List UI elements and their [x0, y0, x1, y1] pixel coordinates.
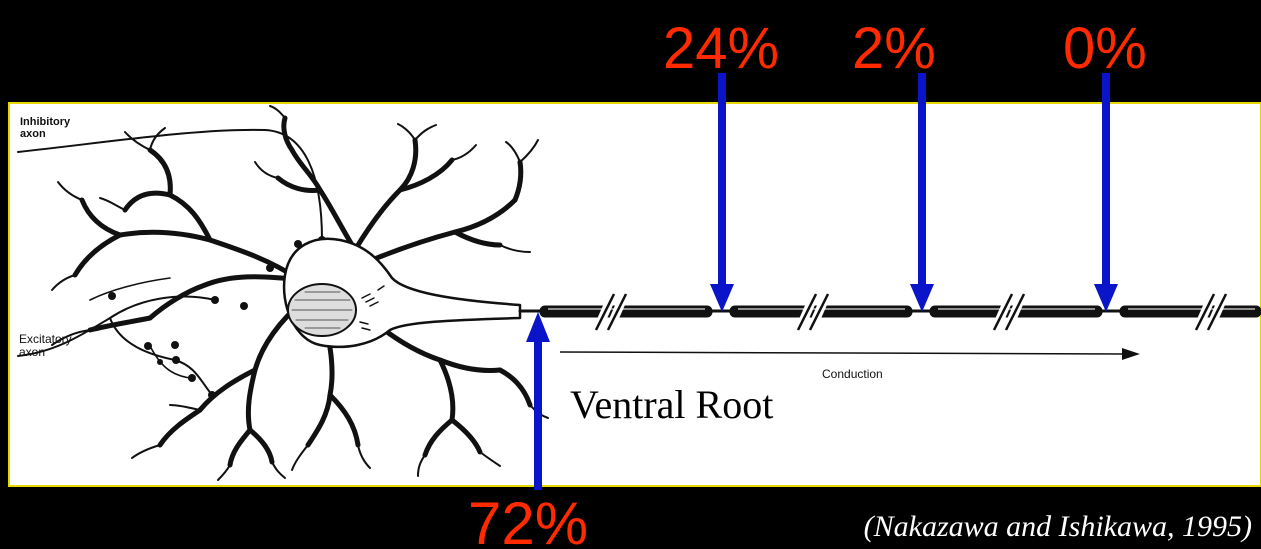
node-2-percent: 2%	[852, 16, 936, 81]
ventral-root-label: Ventral Root	[570, 382, 773, 427]
conduction-label: Conduction	[822, 367, 883, 381]
inhibitory-axon-label-2: axon	[20, 128, 46, 140]
node-1-percent: 24%	[663, 16, 779, 81]
node-3-percent: 0%	[1063, 16, 1147, 81]
inhibitory-axon-label: Inhibitory	[20, 116, 71, 128]
node-1-arrow-shaft	[718, 73, 726, 288]
citation: (Nakazawa and Ishikawa, 1995)	[864, 510, 1252, 543]
ventral-root-arrow-shaft	[534, 340, 542, 490]
node-2-arrow-shaft	[918, 73, 926, 288]
myelinated-axon	[540, 306, 1261, 317]
figure-panel	[9, 103, 1261, 486]
excitatory-axon-label-2: axon	[19, 345, 45, 359]
excitatory-axon-label: Excitatory	[19, 332, 72, 346]
ventral-root-percent: 72%	[468, 490, 588, 549]
node-3-arrow-shaft	[1102, 73, 1110, 288]
